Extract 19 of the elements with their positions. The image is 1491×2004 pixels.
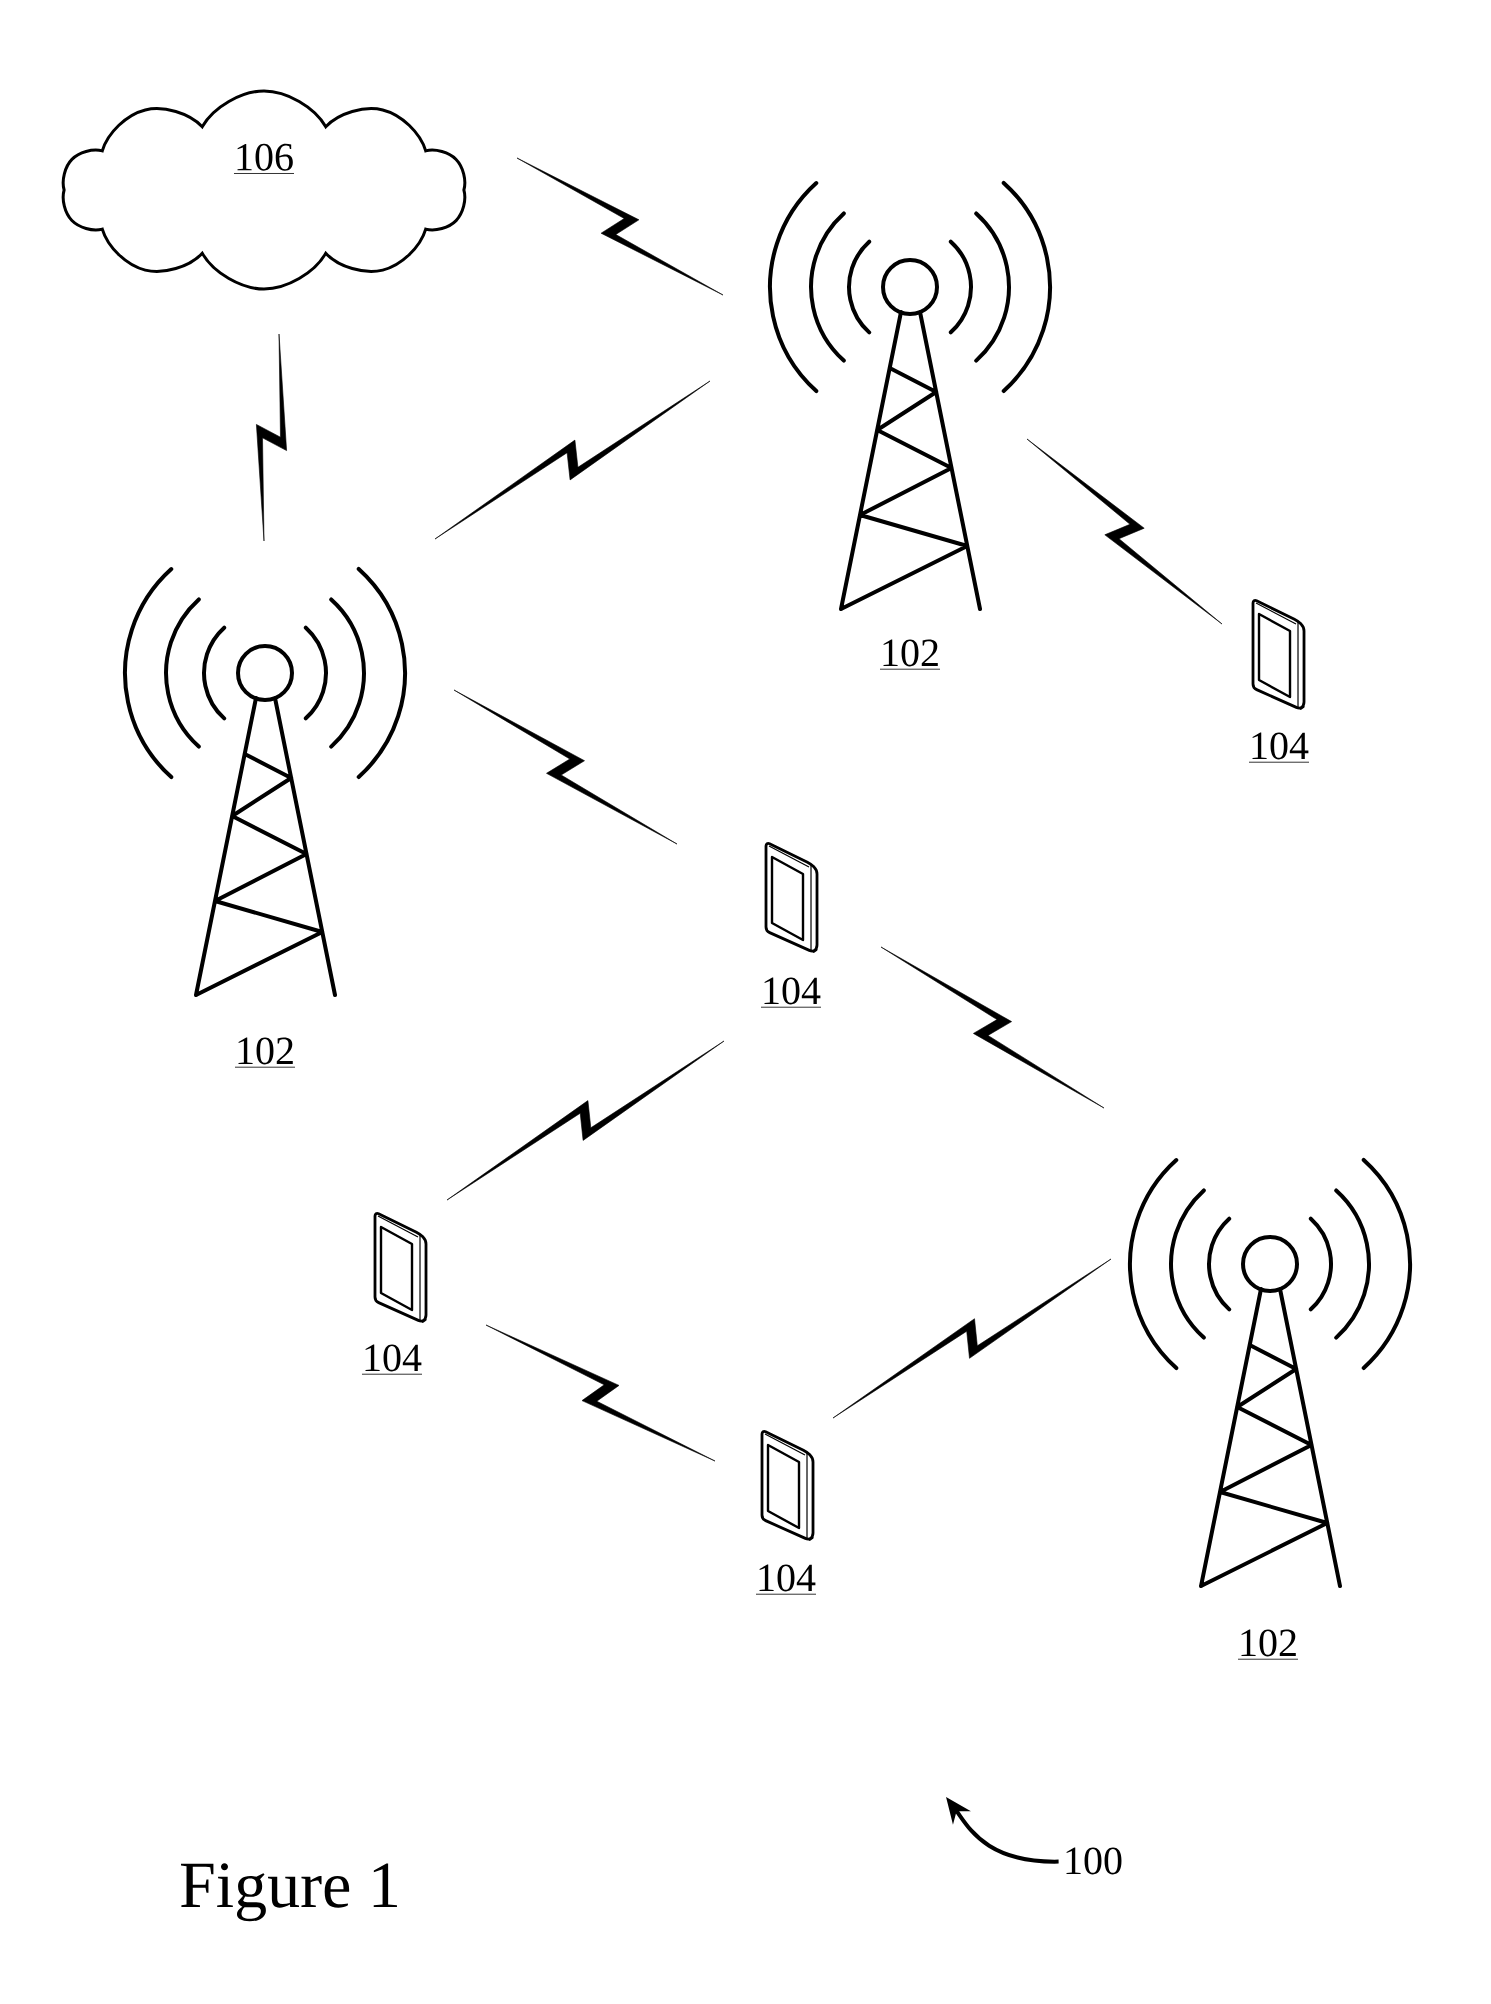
figure-caption: Figure 1: [181, 1863, 397, 1922]
lightning-bolt: [446, 1040, 725, 1201]
reference-numeral: 104: [1248, 732, 1310, 763]
lightning-bolt: [453, 689, 678, 845]
reference-numeral: 102: [234, 1037, 296, 1068]
lightning-bolt: [516, 157, 724, 296]
reference-numeral: 100: [1066, 1847, 1122, 1875]
cloud: 106: [61, 89, 467, 291]
lightning-bolt: [832, 1258, 1112, 1419]
reference-numeral: 104: [760, 977, 822, 1008]
lightning-bolt: [256, 333, 287, 542]
reference-numeral: 104: [755, 1564, 817, 1595]
reference-numeral: 104: [361, 1344, 423, 1375]
lightning-bolt: [880, 946, 1105, 1109]
lightning-bolt: [1026, 438, 1223, 625]
reference-numeral: 102: [879, 639, 941, 670]
lightning-bolt: [485, 1324, 716, 1462]
reference-numeral: 102: [1237, 1629, 1299, 1660]
lightning-bolt: [434, 380, 711, 540]
